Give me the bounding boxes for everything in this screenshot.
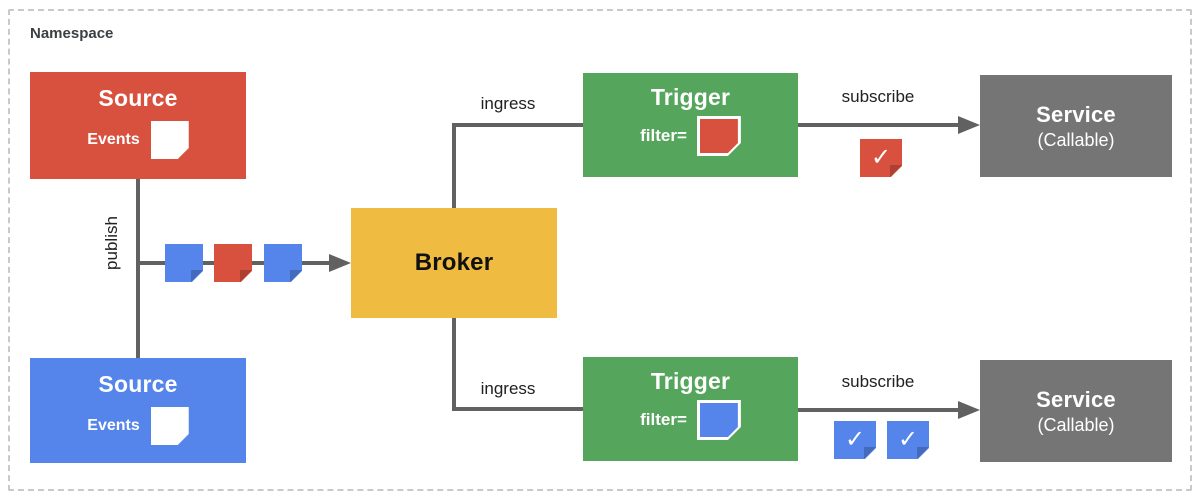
subscribe-bottom-line	[798, 408, 960, 412]
trigger-box-top: Trigger filter=	[583, 73, 798, 177]
events-row: Events	[87, 407, 188, 445]
filter-note-icon-red	[697, 116, 741, 156]
event-note-red	[214, 244, 252, 282]
events-row: Events	[87, 121, 188, 159]
checked-event-icon-blue-1: ✓	[834, 421, 876, 459]
trigger-title: Trigger	[650, 84, 731, 110]
service-box-bottom: Service (Callable)	[980, 360, 1172, 462]
filter-row: filter=	[640, 400, 741, 440]
checked-event-icon-red: ✓	[860, 139, 902, 177]
subscribe-bottom-label: subscribe	[841, 372, 915, 391]
namespace-boundary	[8, 9, 1192, 491]
filter-row: filter=	[640, 116, 741, 156]
subscribe-bottom-arrowhead	[958, 401, 980, 419]
publish-arrowhead	[329, 254, 351, 272]
source-box-red: Source Events	[30, 72, 246, 179]
events-label: Events	[87, 417, 140, 434]
ingress-bottom-horizontal-line	[452, 407, 583, 411]
checkmark-icon: ✓	[897, 426, 919, 453]
subscribe-top-line	[798, 123, 960, 127]
service-subtitle: (Callable)	[1037, 129, 1115, 150]
event-note-blue-1	[165, 244, 203, 282]
service-subtitle: (Callable)	[1037, 414, 1115, 435]
source-title: Source	[98, 371, 178, 397]
broker-title: Broker	[414, 249, 494, 276]
trigger-box-bottom: Trigger filter=	[583, 357, 798, 461]
subscribe-top-label: subscribe	[841, 87, 915, 106]
ingress-bottom-label: ingress	[480, 379, 536, 398]
event-note-blue-2	[264, 244, 302, 282]
event-note-icon	[151, 121, 189, 159]
ingress-top-vertical-line	[452, 123, 456, 208]
filter-note-icon-blue	[697, 400, 741, 440]
broker-box: Broker	[351, 208, 557, 318]
event-note-icon	[151, 407, 189, 445]
ingress-top-label: ingress	[480, 94, 536, 113]
source-title: Source	[98, 85, 178, 111]
service-title: Service	[1036, 101, 1116, 127]
service-title: Service	[1036, 386, 1116, 412]
filter-label: filter=	[640, 410, 687, 429]
publish-label: publish	[102, 216, 121, 270]
ingress-bottom-vertical-line	[452, 318, 456, 411]
checkmark-icon: ✓	[844, 426, 866, 453]
trigger-title: Trigger	[650, 368, 731, 394]
service-box-top: Service (Callable)	[980, 75, 1172, 177]
filter-label: filter=	[640, 126, 687, 145]
checked-event-icon-blue-2: ✓	[887, 421, 929, 459]
subscribe-top-arrowhead	[958, 116, 980, 134]
publish-vertical-line	[136, 178, 140, 359]
checkmark-icon: ✓	[870, 144, 892, 171]
events-label: Events	[87, 131, 140, 148]
ingress-top-horizontal-line	[452, 123, 583, 127]
namespace-label: Namespace	[30, 25, 114, 42]
source-box-blue: Source Events	[30, 358, 246, 463]
